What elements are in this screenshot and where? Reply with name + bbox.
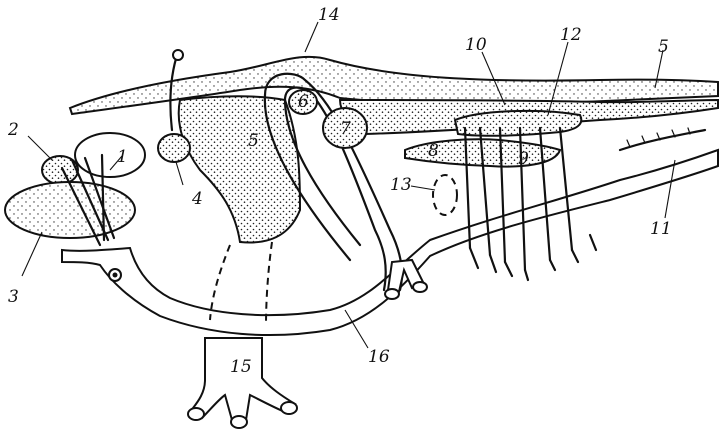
vessel-trunk-15 <box>188 337 297 421</box>
dashed-line-left <box>209 244 231 321</box>
vessel-end-1 <box>187 407 205 421</box>
leader-lines <box>21 21 676 349</box>
oval-structure-6 <box>288 89 318 115</box>
label-6: 6 <box>298 92 309 112</box>
nerve-stubs <box>468 233 598 282</box>
label-16: 16 <box>368 347 390 367</box>
fiber-bundle <box>463 126 574 272</box>
label-10: 10 <box>465 35 487 55</box>
small-eye-left-core <box>112 272 118 278</box>
label-13: 13 <box>390 175 412 195</box>
central-dotted-mass <box>177 95 302 244</box>
vessel-end-4 <box>384 288 400 300</box>
top-knob-4 <box>172 49 184 61</box>
label-1: 1 <box>117 147 128 167</box>
label-4: 4 <box>191 189 203 209</box>
dashed-oval-13 <box>432 174 458 216</box>
label-5-left: 5 <box>248 131 259 151</box>
feathered-nerve-11 <box>618 128 707 152</box>
oval-structure-7 <box>322 107 368 149</box>
label-11: 11 <box>650 219 672 239</box>
upper-plate-10-12 <box>453 109 583 137</box>
label-9: 9 <box>518 149 529 169</box>
vessel-end-3 <box>280 401 298 415</box>
label-14: 14 <box>318 5 340 25</box>
feather-ticks <box>626 127 691 148</box>
dashed-line-right <box>265 241 273 326</box>
label-3: 3 <box>8 287 19 307</box>
label-7: 7 <box>340 119 351 139</box>
label-15: 15 <box>230 357 252 377</box>
label-2: 2 <box>7 120 19 140</box>
left-fibers <box>60 153 116 247</box>
bulb-structure-4 <box>157 133 191 163</box>
loop-left-limb-inner <box>283 98 362 247</box>
label-8: 8 <box>428 141 439 161</box>
vessel-end-5 <box>412 281 428 293</box>
label-12: 12 <box>560 25 582 45</box>
oval-structure-1 <box>74 132 146 178</box>
loop-left-limb <box>263 93 352 262</box>
dotted-ellipse-3 <box>4 181 136 239</box>
label-5-right: 5 <box>658 37 669 57</box>
vessel-end-2 <box>230 415 248 429</box>
main-body-outline <box>61 148 719 337</box>
